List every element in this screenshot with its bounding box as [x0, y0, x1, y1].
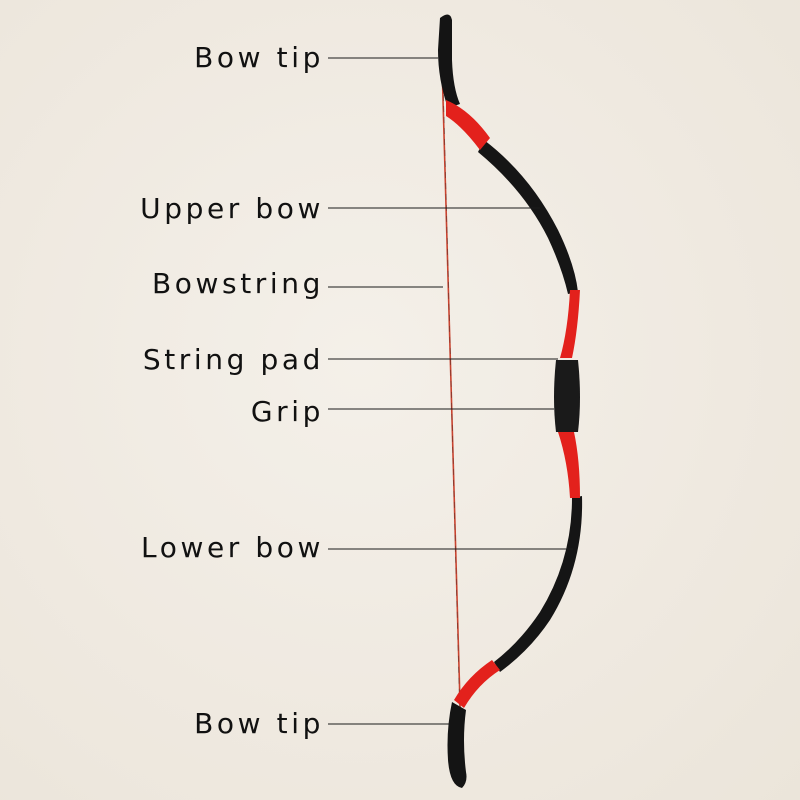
lower-red-section: [558, 432, 580, 498]
lower-red-wrap: [454, 660, 500, 708]
upper-tip: [438, 14, 460, 109]
upper-limb: [478, 140, 578, 294]
bow-accents: [446, 100, 580, 708]
upper-red-section: [560, 290, 580, 358]
lower-limb: [494, 496, 583, 672]
label-upper-bow: Upper bow: [140, 192, 324, 225]
upper-red-wrap: [446, 100, 490, 150]
leader-lines: [328, 57, 573, 725]
bow-body: [438, 14, 583, 788]
label-bowstring: Bowstring: [151, 267, 324, 300]
grip: [554, 360, 580, 432]
label-string-pad: String pad: [142, 343, 324, 376]
label-bow-tip-top: Bow tip: [194, 41, 324, 74]
label-bow-tip-bottom: Bow tip: [194, 707, 324, 740]
lower-tip: [447, 702, 467, 788]
bowstring: [440, 27, 463, 775]
label-grip: Grip: [250, 395, 324, 428]
label-lower-bow: Lower bow: [141, 531, 324, 564]
